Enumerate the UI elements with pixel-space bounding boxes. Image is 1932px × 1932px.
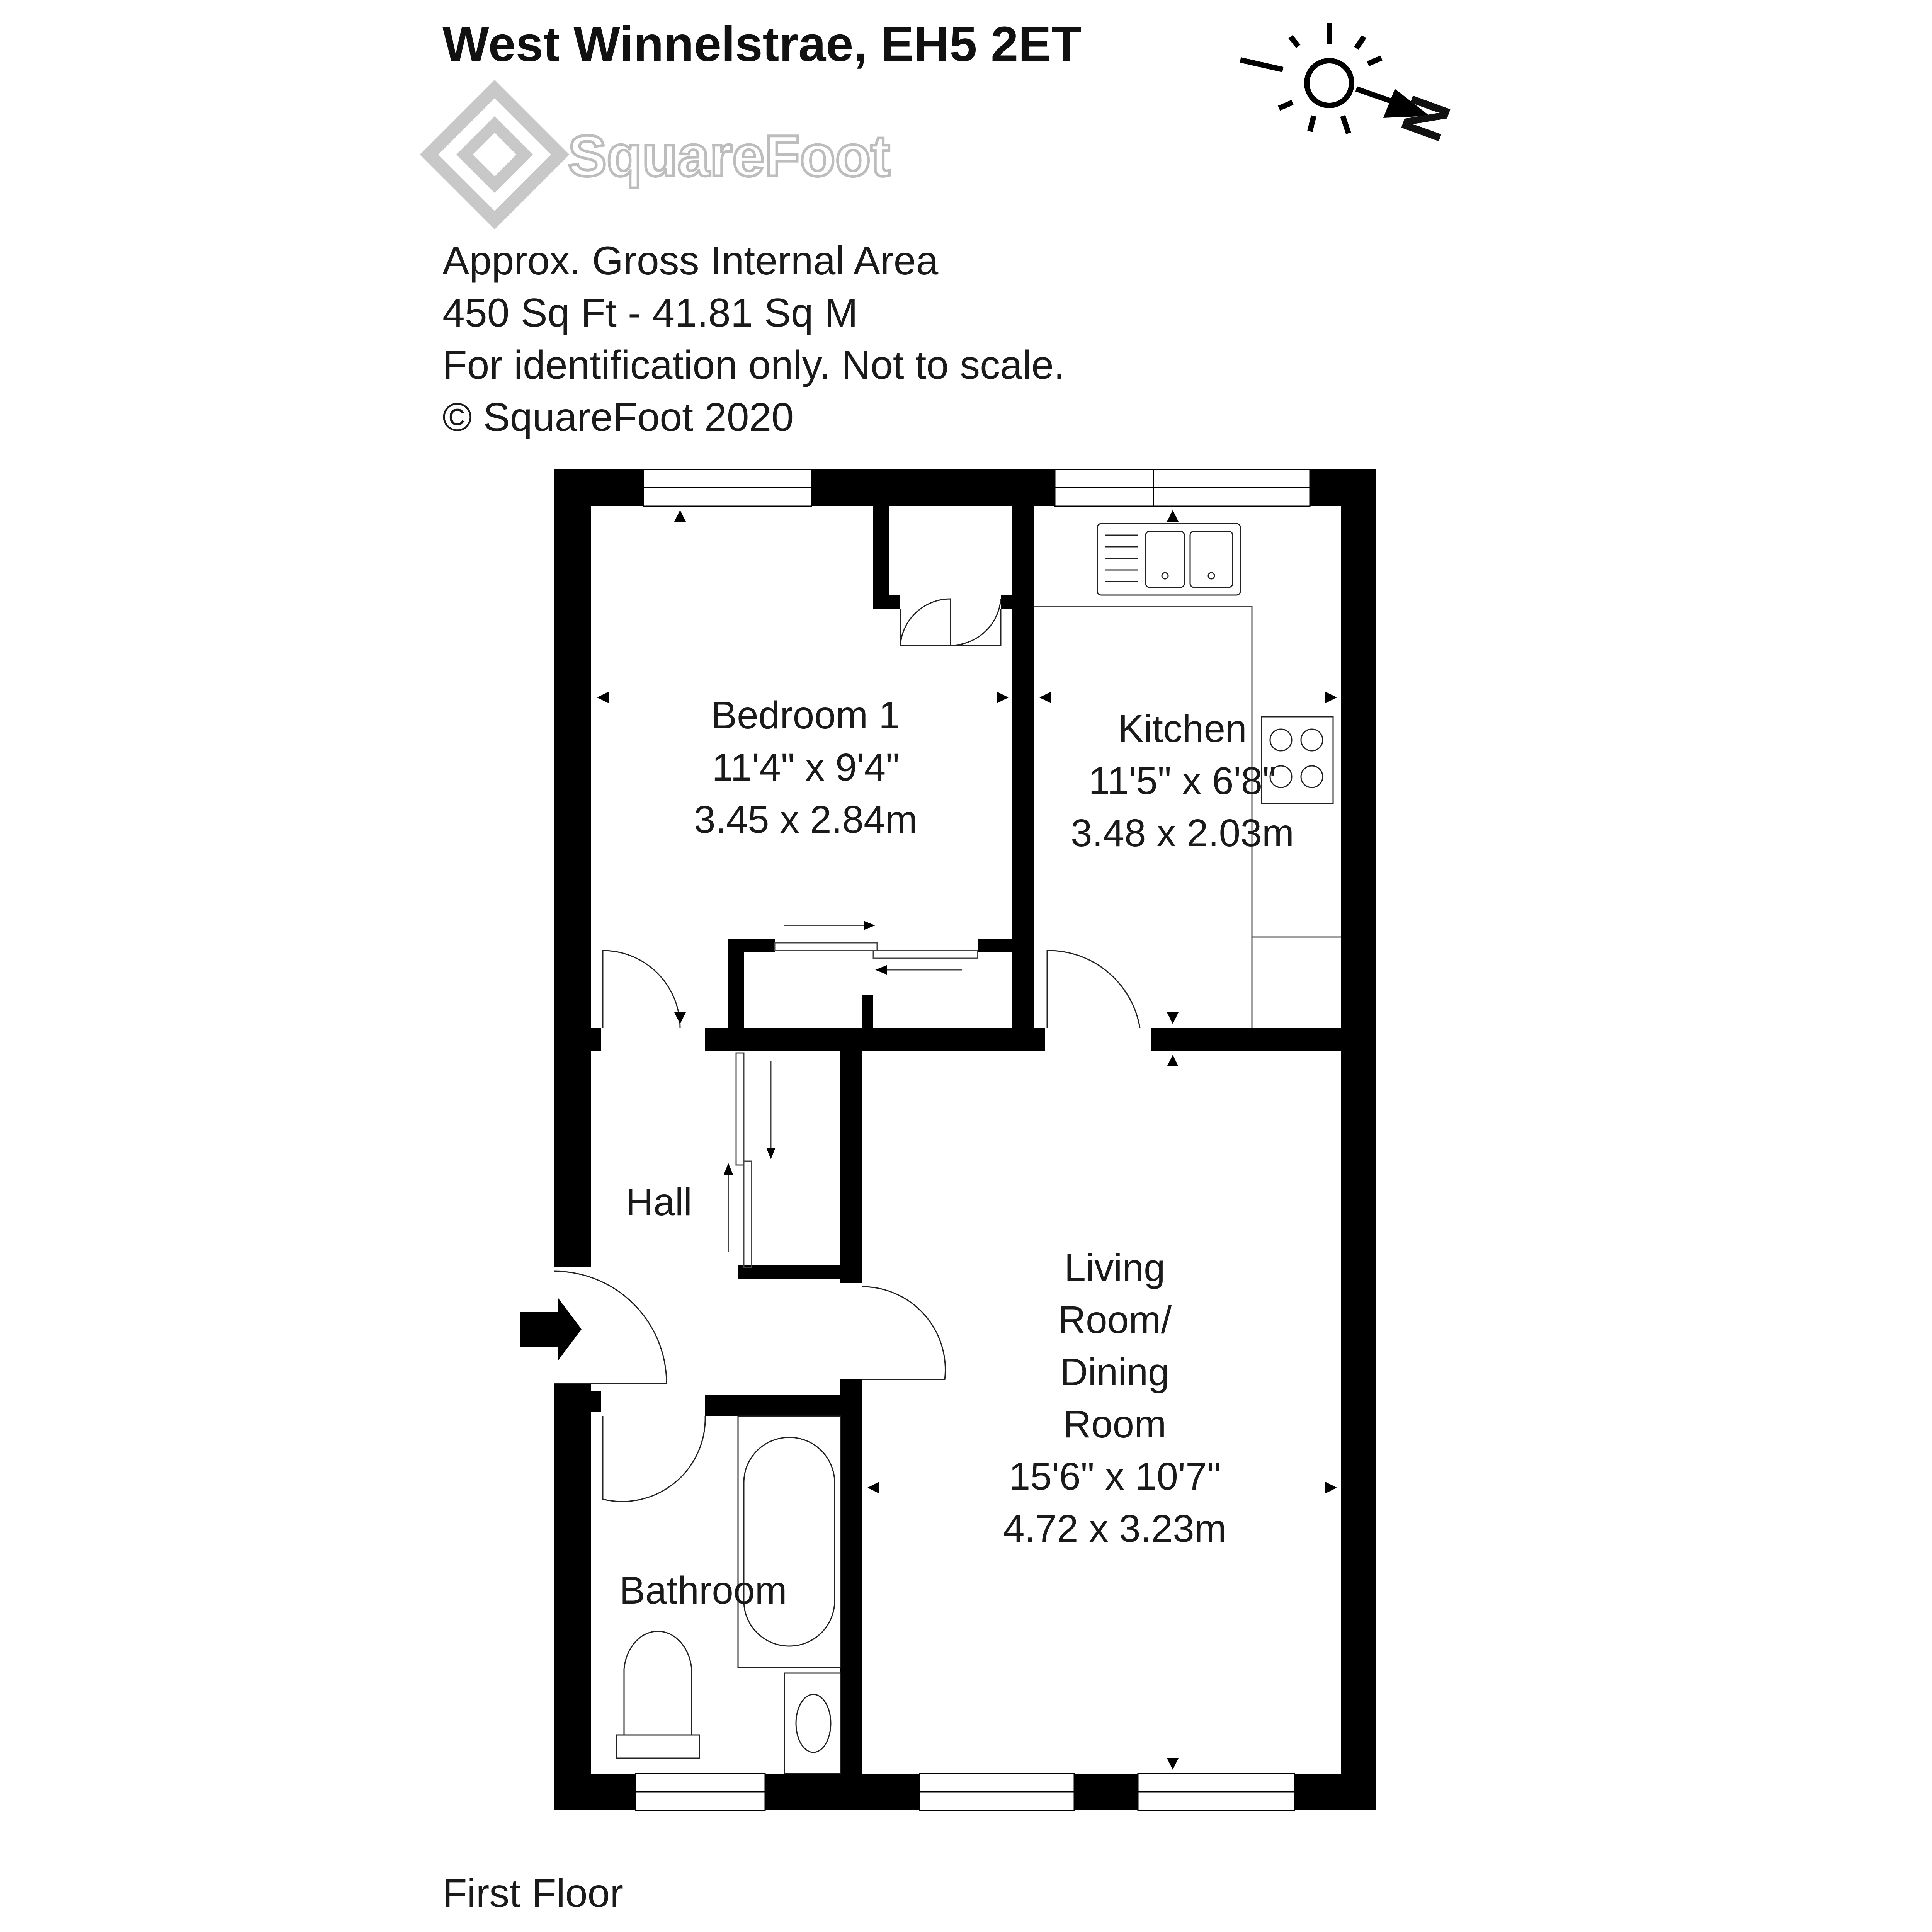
property-title: West Winnelstrae, EH5 2ET <box>442 17 1082 72</box>
north-letter: N <box>1388 88 1463 149</box>
room-kitchen: Kitchen 11'5" x 6'8" 3.48 x 2.03m <box>1071 707 1294 855</box>
bath-icon <box>737 1415 841 1668</box>
windows <box>635 469 1311 1811</box>
sun-icon <box>1240 23 1383 134</box>
living-name-line-1: Living <box>1064 1246 1165 1289</box>
living-imperial: 15'6" x 10'7" <box>1009 1455 1221 1498</box>
living-name-line-2: Room/ <box>1058 1298 1172 1342</box>
hob-icon <box>1261 716 1334 804</box>
logo-brand-text: SquareFoot <box>568 123 890 188</box>
disclaimer-text: For identification only. Not to scale. <box>442 343 1065 388</box>
slide-arrows <box>724 921 887 1175</box>
living-name-line-3: Dining <box>1060 1350 1170 1394</box>
room-bedroom-1: Bedroom 1 11'4" x 9'4" 3.45 x 2.84m <box>694 694 917 841</box>
living-metric: 4.72 x 3.23m <box>1003 1507 1226 1550</box>
compass: N <box>1240 23 1463 149</box>
living-name-line-4: Room <box>1063 1403 1167 1446</box>
hall-name: Hall <box>626 1180 692 1224</box>
bathroom-name: Bathroom <box>619 1569 787 1612</box>
squarefoot-logo: SquareFoot <box>420 80 891 230</box>
area-value: 450 Sq Ft - 41.81 Sq M <box>442 291 858 335</box>
area-label: Approx. Gross Internal Area <box>442 238 938 283</box>
dimension-markers <box>597 510 1337 1770</box>
kitchen-fittings <box>1034 606 1341 1028</box>
washbasin-icon <box>784 1672 841 1774</box>
sink-icon <box>1097 523 1241 596</box>
bedroom-name: Bedroom 1 <box>711 694 900 737</box>
kitchen-imperial: 11'5" x 6'8" <box>1088 759 1276 803</box>
logo-mark-icon <box>420 80 570 230</box>
room-bathroom: Bathroom <box>619 1569 787 1612</box>
bedroom-metric: 3.45 x 2.84m <box>694 798 917 841</box>
floor-label: First Floor <box>442 1871 623 1916</box>
toilet-icon <box>616 1631 700 1759</box>
copyright-text: © SquareFoot 2020 <box>442 395 794 440</box>
bedroom-imperial: 11'4" x 9'4" <box>712 746 899 789</box>
entrance-arrow-icon <box>520 1298 582 1360</box>
kitchen-name: Kitchen <box>1118 707 1247 750</box>
north-arrow-icon <box>1355 86 1430 118</box>
sliding-doors <box>728 925 978 1268</box>
kitchen-metric: 3.48 x 2.03m <box>1071 811 1294 855</box>
room-living-dining: Living Room/ Dining Room 15'6" x 10'7" 4… <box>1003 1246 1226 1550</box>
room-hall: Hall <box>626 1180 692 1224</box>
doors <box>554 598 1141 1502</box>
